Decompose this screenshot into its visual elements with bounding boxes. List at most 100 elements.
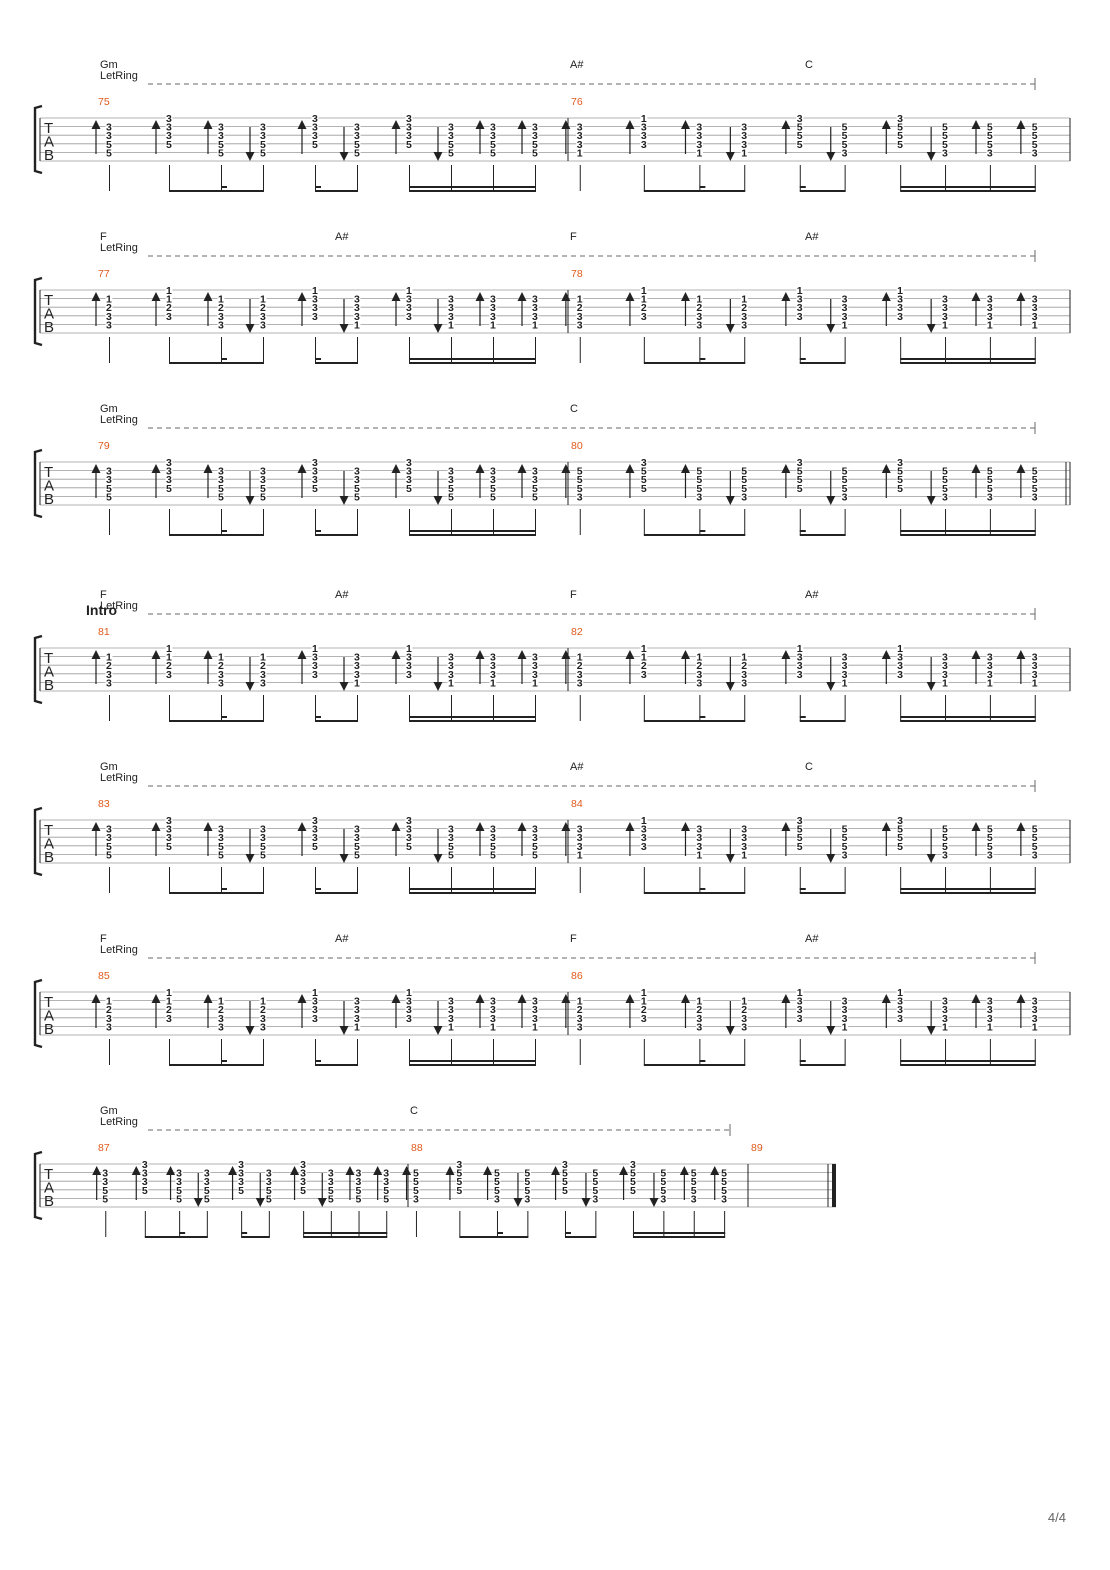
fret-number: 3 xyxy=(448,474,454,486)
fret-number: 5 xyxy=(897,466,903,478)
measure-number: 87 xyxy=(98,1142,110,1154)
fret-number: 3 xyxy=(106,824,112,836)
fret-number: 3 xyxy=(106,832,112,844)
fret-number: 3 xyxy=(641,669,647,681)
tab-clef-letter: T xyxy=(44,120,53,137)
fret-number: 1 xyxy=(641,996,647,1008)
fret-number: 1 xyxy=(166,652,172,664)
fret-number: 3 xyxy=(532,832,538,844)
fret-number: 5 xyxy=(562,1168,568,1180)
fret-number: 1 xyxy=(406,643,412,655)
fret-number: 3 xyxy=(354,130,360,142)
fret-number: 3 xyxy=(448,302,454,314)
fret-number: 3 xyxy=(448,652,454,664)
measure-number: 79 xyxy=(98,440,110,452)
fret-number: 3 xyxy=(218,1013,224,1025)
strum-up-icon xyxy=(781,994,791,1003)
fret-number: 1 xyxy=(448,677,454,689)
fret-number: 1 xyxy=(696,849,702,861)
fret-number: 5 xyxy=(897,832,903,844)
fret-number: 3 xyxy=(577,841,583,853)
fret-number: 1 xyxy=(106,652,112,664)
fret-number: 3 xyxy=(406,669,412,681)
fret-number: 3 xyxy=(562,1159,568,1171)
fret-number: 1 xyxy=(166,996,172,1008)
fret-number: 3 xyxy=(448,466,454,478)
tab-clef-letter: T xyxy=(44,464,53,481)
fret-number: 3 xyxy=(897,669,903,681)
fret-number: 3 xyxy=(490,302,496,314)
fret-number: 3 xyxy=(842,1004,848,1016)
measure-number: 86 xyxy=(571,970,583,982)
fret-number: 5 xyxy=(176,1193,182,1205)
fret-number: 3 xyxy=(490,1013,496,1025)
fret-number: 5 xyxy=(266,1193,272,1205)
fret-number: 1 xyxy=(577,849,583,861)
fret-number: 5 xyxy=(218,849,224,861)
fret-number: 1 xyxy=(166,987,172,999)
strum-up-icon xyxy=(91,120,101,129)
fret-number: 5 xyxy=(660,1168,666,1180)
fret-number: 5 xyxy=(1032,139,1038,151)
fret-number: 3 xyxy=(218,832,224,844)
fret-number: 5 xyxy=(456,1168,462,1180)
fret-number: 3 xyxy=(490,474,496,486)
fret-number: 2 xyxy=(577,302,583,314)
strum-down-icon xyxy=(926,152,936,161)
strum-up-icon xyxy=(881,994,891,1003)
fret-number: 5 xyxy=(1032,832,1038,844)
fret-number: 3 xyxy=(897,1004,903,1016)
strum-up-icon xyxy=(517,292,527,301)
strum-down-icon xyxy=(433,496,443,505)
fret-number: 2 xyxy=(641,1004,647,1016)
fret-number: 1 xyxy=(166,285,172,297)
fret-number: 3 xyxy=(641,841,647,853)
fret-number: 3 xyxy=(490,660,496,672)
chord-name: Gm xyxy=(100,761,118,773)
fret-number: 3 xyxy=(987,652,993,664)
fret-number: 3 xyxy=(106,130,112,142)
fret-number: 3 xyxy=(312,1004,318,1016)
fret-number: 3 xyxy=(494,1193,500,1205)
fret-number: 3 xyxy=(218,677,224,689)
system-bracket xyxy=(33,1150,43,1221)
strum-up-icon xyxy=(391,822,401,831)
strum-up-icon xyxy=(971,292,981,301)
fret-number: 1 xyxy=(987,1021,993,1033)
fret-number: 3 xyxy=(406,466,412,478)
let-ring-label: LetRing xyxy=(100,414,138,426)
strum-up-icon xyxy=(517,994,527,1003)
chord-name: Gm xyxy=(100,403,118,415)
fret-number: 3 xyxy=(942,1013,948,1025)
fret-number: 5 xyxy=(630,1176,636,1188)
strum-down-icon xyxy=(317,1198,327,1207)
strum-down-icon xyxy=(245,854,255,863)
fret-number: 3 xyxy=(797,815,803,827)
fret-number: 3 xyxy=(260,466,266,478)
fret-number: 5 xyxy=(260,841,266,853)
fret-number: 1 xyxy=(532,1021,538,1033)
fret-number: 3 xyxy=(166,474,172,486)
fret-number: 3 xyxy=(897,652,903,664)
strum-up-icon xyxy=(1016,120,1026,129)
